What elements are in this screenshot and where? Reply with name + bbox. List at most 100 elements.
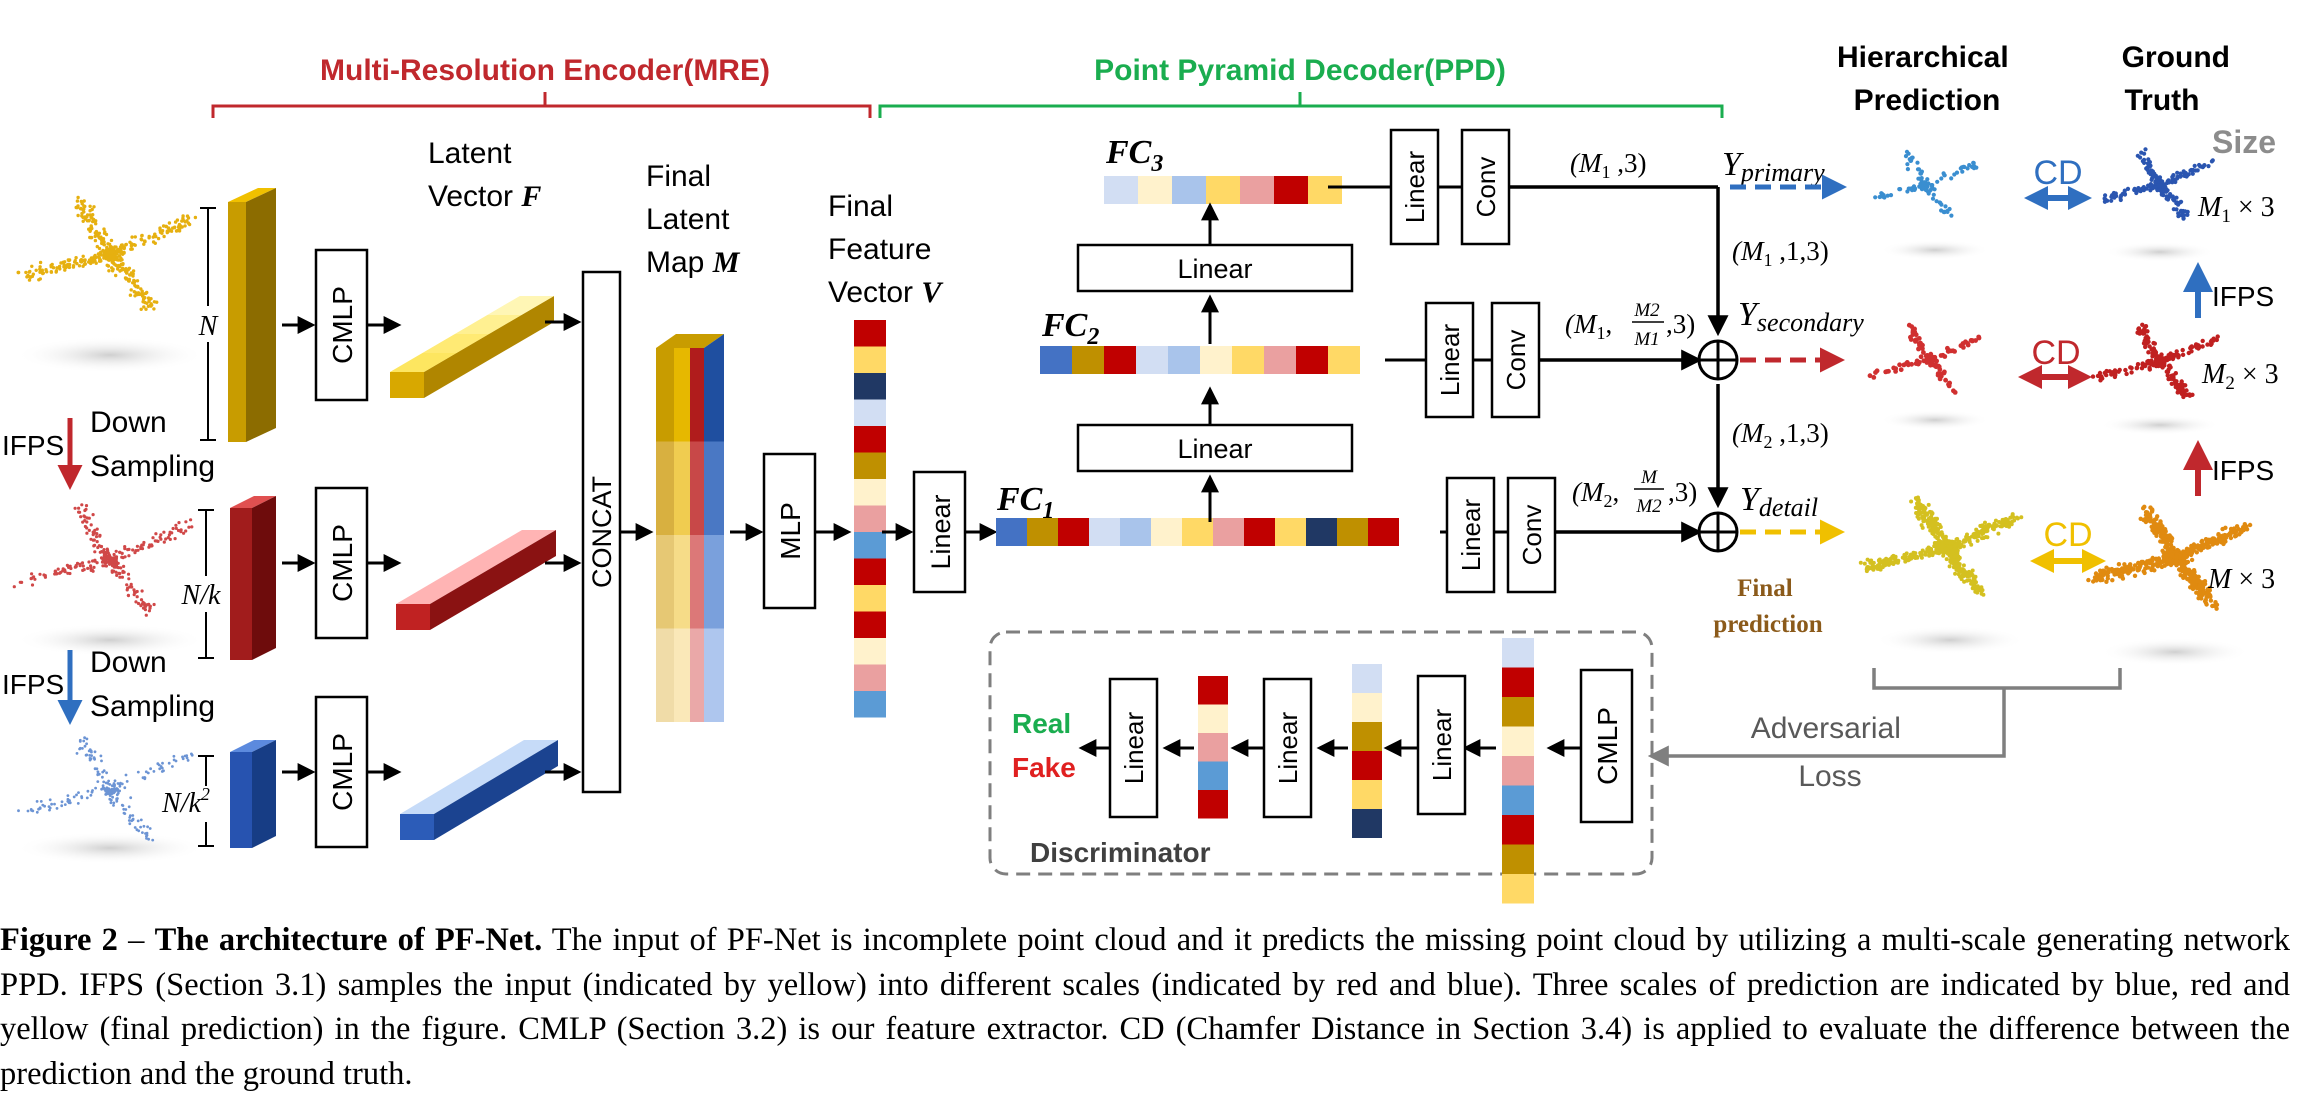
gt-orange-point [2228, 535, 2234, 541]
input-yellow-point [97, 235, 101, 239]
input-red-point [112, 563, 116, 567]
input-red-point [98, 534, 102, 538]
gt-orange-point [2169, 559, 2174, 565]
pred-yellow-point [1865, 565, 1870, 570]
input-blue-point [96, 780, 100, 783]
input-red-point [149, 543, 154, 547]
gt-orange-point [2156, 556, 2161, 561]
input-red-point [132, 593, 136, 597]
latent-map-cell [690, 441, 704, 535]
pred-blue-point [1917, 184, 1922, 189]
input-red-point [102, 548, 106, 552]
input-yellow-point [76, 195, 80, 200]
input-yellow-point [110, 266, 114, 270]
input-yellow-point [66, 258, 71, 262]
input-red-point [125, 583, 129, 587]
gt-orange-point [2178, 560, 2184, 565]
gt-orange-point [2232, 534, 2238, 539]
input-blue-point [85, 796, 89, 800]
pred-yellow-point [1985, 535, 1990, 540]
latent-map-cell [690, 628, 704, 722]
input-blue-point [112, 801, 116, 805]
pred-yellow-point [2000, 523, 2005, 528]
input-red-point [151, 536, 155, 540]
input-red-point [115, 573, 119, 578]
input-blue-point [116, 789, 120, 792]
input-red-point [140, 543, 144, 547]
input-yellow-point [129, 271, 134, 275]
down-sampling-label-2: Down Sampling [90, 646, 215, 723]
input-yellow-point [93, 238, 98, 243]
input-yellow-point [127, 278, 131, 282]
gt-red-point [2142, 338, 2147, 343]
input-yellow-point [130, 235, 134, 239]
gt-blue-point [2145, 161, 2150, 166]
pred-yellow-point [1943, 537, 1948, 542]
input-red-point [91, 559, 95, 563]
gt-red-point [2167, 355, 2173, 360]
input-red-point [87, 560, 91, 564]
input-blue-point [111, 789, 115, 793]
input-yellow-point [107, 269, 111, 273]
input-yellow-point [128, 293, 133, 297]
gt-orange-point [2247, 522, 2253, 528]
pred-blue-point [1879, 191, 1884, 196]
gt-blue-point [2175, 170, 2180, 175]
svg-text:CONCAT: CONCAT [587, 476, 617, 588]
input-yellow-point [76, 213, 80, 218]
pred-yellow-point [1935, 545, 1940, 550]
ffv-cell [854, 638, 886, 665]
input-red-point [112, 552, 116, 557]
input-blue-point [48, 808, 51, 812]
input-blue-point [77, 791, 80, 794]
input-blue-point [116, 782, 120, 785]
input-red-point [75, 561, 80, 566]
dv1-cell [1502, 815, 1534, 845]
input-red-point [100, 560, 105, 564]
input-yellow-point [105, 255, 110, 260]
pred-red-point [1927, 353, 1933, 359]
gt-blue-point [2164, 194, 2170, 199]
dv3-cell [1198, 790, 1228, 819]
pred-red-point [1942, 354, 1948, 359]
gt-blue-point [2192, 163, 2197, 168]
input-blue-point [108, 788, 112, 792]
input-yellow-point [38, 260, 43, 265]
input-blue-point [97, 772, 101, 776]
pred-yellow-point [1976, 532, 1981, 537]
gt-orange-point [2214, 541, 2220, 546]
pred-yellow-point [1928, 549, 1933, 554]
gt-blue-point [2209, 159, 2214, 164]
size-label-nk: N/k [181, 580, 221, 611]
input-blue-point [115, 798, 119, 802]
input-yellow-point [91, 213, 95, 217]
pred-yellow-point [1967, 538, 1972, 543]
pred-yellow-point [1961, 563, 1966, 568]
input-yellow-point [147, 236, 151, 240]
pred-blue-point [1926, 181, 1931, 186]
gt-blue-point [2109, 194, 2114, 199]
fc2-cell [1200, 346, 1232, 374]
gt-red-point [2147, 365, 2152, 371]
input-red-point [187, 525, 191, 529]
fc3-cell [1104, 176, 1138, 204]
size-label-nk2: N/k2 [161, 784, 210, 819]
ppd-brace [878, 92, 1724, 118]
input-red-point [143, 608, 147, 612]
pred-yellow-point [1944, 557, 1949, 562]
pred-blue-point [1949, 213, 1954, 218]
svg-text:CMLP: CMLP [327, 524, 358, 602]
input-blue-point [102, 780, 106, 784]
input-red-point [114, 549, 118, 553]
fc1-vector [996, 518, 1399, 546]
input-red-point [110, 570, 114, 574]
pred-red-point [1871, 375, 1877, 380]
pf-net-architecture-diagram: Multi-Resolution Encoder(MRE) Point Pyra… [2, 41, 2279, 904]
gt-orange-point [2162, 563, 2167, 568]
pred-yellow-point [1922, 515, 1927, 520]
input-red-point [120, 555, 124, 559]
fc2-cell [1104, 346, 1136, 374]
gt-orange-point [2154, 531, 2159, 536]
pred-yellow-point [2005, 518, 2010, 522]
gt-blue-point [2142, 151, 2147, 156]
